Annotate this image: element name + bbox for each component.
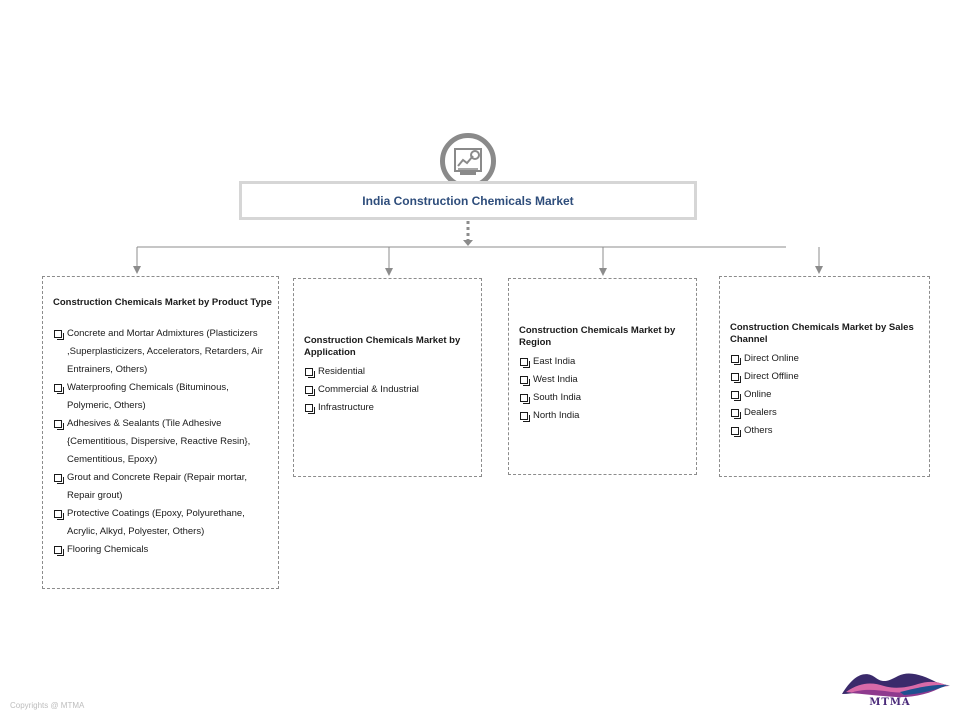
category-heading: Construction Chemicals Market by Applica… (304, 335, 461, 358)
list-item-label: Direct Offline (744, 371, 799, 382)
category-heading: Construction Chemicals Market by Product… (53, 297, 272, 308)
list-item: Flooring Chemicals (53, 541, 272, 559)
diagram-title: India Construction Chemicals Market (362, 193, 574, 208)
checkbox-bullet-icon (54, 510, 64, 520)
list-item: Commercial & Industrial (304, 381, 475, 399)
list-item-label: Commercial & Industrial (318, 384, 419, 395)
list-item-label: Protective Coatings (Epoxy, Polyurethane… (67, 508, 245, 537)
category-box-application: Construction Chemicals Market by Applica… (293, 278, 482, 477)
list-item: Others (730, 422, 923, 440)
checkbox-bullet-icon (54, 420, 64, 430)
checkbox-bullet-icon (731, 373, 741, 383)
checkbox-bullet-icon (305, 386, 315, 396)
list-item-label: Adhesives & Sealants (Tile Adhesive {Cem… (67, 418, 251, 465)
checkbox-bullet-icon (54, 330, 64, 340)
list-item: East India (519, 353, 690, 371)
list-item-label: Infrastructure (318, 402, 374, 413)
list-item: Infrastructure (304, 399, 475, 417)
logo-wave-icon (842, 673, 950, 698)
checkbox-bullet-icon (54, 546, 64, 556)
category-list: Direct Online Direct Offline Online Deal… (730, 350, 923, 440)
list-item-label: Dealers (744, 407, 777, 418)
checkbox-bullet-icon (520, 412, 530, 422)
category-list: Residential Commercial & Industrial Infr… (304, 363, 475, 417)
list-item-label: Direct Online (744, 353, 799, 364)
list-item-label: Online (744, 389, 772, 400)
category-box-product-type: Construction Chemicals Market by Product… (42, 276, 279, 589)
list-item-label: West India (533, 374, 578, 385)
diagram-title-box: India Construction Chemicals Market (239, 181, 697, 220)
checkbox-bullet-icon (305, 404, 315, 414)
list-item-label: Others (744, 425, 773, 436)
checkbox-bullet-icon (731, 409, 741, 419)
list-item-label: North India (533, 410, 580, 421)
list-item: Direct Online (730, 350, 923, 368)
checkbox-bullet-icon (731, 427, 741, 437)
list-item: Grout and Concrete Repair (Repair mortar… (53, 469, 272, 505)
list-item: Direct Offline (730, 368, 923, 386)
checkbox-bullet-icon (305, 368, 315, 378)
list-item: Residential (304, 363, 475, 381)
checkbox-bullet-icon (520, 358, 530, 368)
list-item: Protective Coatings (Epoxy, Polyurethane… (53, 505, 272, 541)
chart-document-icon (454, 148, 482, 175)
list-item: Dealers (730, 404, 923, 422)
checkbox-bullet-icon (54, 384, 64, 394)
checkbox-bullet-icon (520, 394, 530, 404)
category-list: Concrete and Mortar Admixtures (Plastici… (53, 325, 272, 559)
list-item: West India (519, 371, 690, 389)
list-item: Adhesives & Sealants (Tile Adhesive {Cem… (53, 415, 272, 469)
checkbox-bullet-icon (54, 474, 64, 484)
list-item: North India (519, 407, 690, 425)
list-item: South India (519, 389, 690, 407)
category-box-sales-channel: Construction Chemicals Market by Sales C… (719, 276, 930, 477)
category-box-region: Construction Chemicals Market by Region … (508, 278, 697, 475)
category-heading: Construction Chemicals Market by Sales C… (730, 322, 914, 345)
checkbox-bullet-icon (520, 376, 530, 386)
list-item: Waterproofing Chemicals (Bituminous, Pol… (53, 379, 272, 415)
list-item-label: East India (533, 356, 576, 367)
list-item-label: Flooring Chemicals (67, 544, 149, 555)
list-item-label: Grout and Concrete Repair (Repair mortar… (67, 472, 248, 501)
list-item-label: Residential (318, 366, 365, 377)
list-item-label: Concrete and Mortar Admixtures (Plastici… (67, 328, 263, 375)
title-connector-arrowhead (463, 240, 473, 246)
checkbox-bullet-icon (731, 391, 741, 401)
mtma-logo: MTMA (840, 668, 952, 712)
list-item-label: South India (533, 392, 582, 403)
checkbox-bullet-icon (731, 355, 741, 365)
category-list: East India West India South India North … (519, 353, 690, 425)
copyright-text: Copyrights @ MTMA (10, 701, 85, 710)
list-item: Online (730, 386, 923, 404)
list-item-label: Waterproofing Chemicals (Bituminous, Pol… (67, 382, 229, 411)
category-heading: Construction Chemicals Market by Region (519, 325, 676, 348)
list-item: Concrete and Mortar Admixtures (Plastici… (53, 325, 272, 379)
logo-text: MTMA (869, 697, 911, 708)
